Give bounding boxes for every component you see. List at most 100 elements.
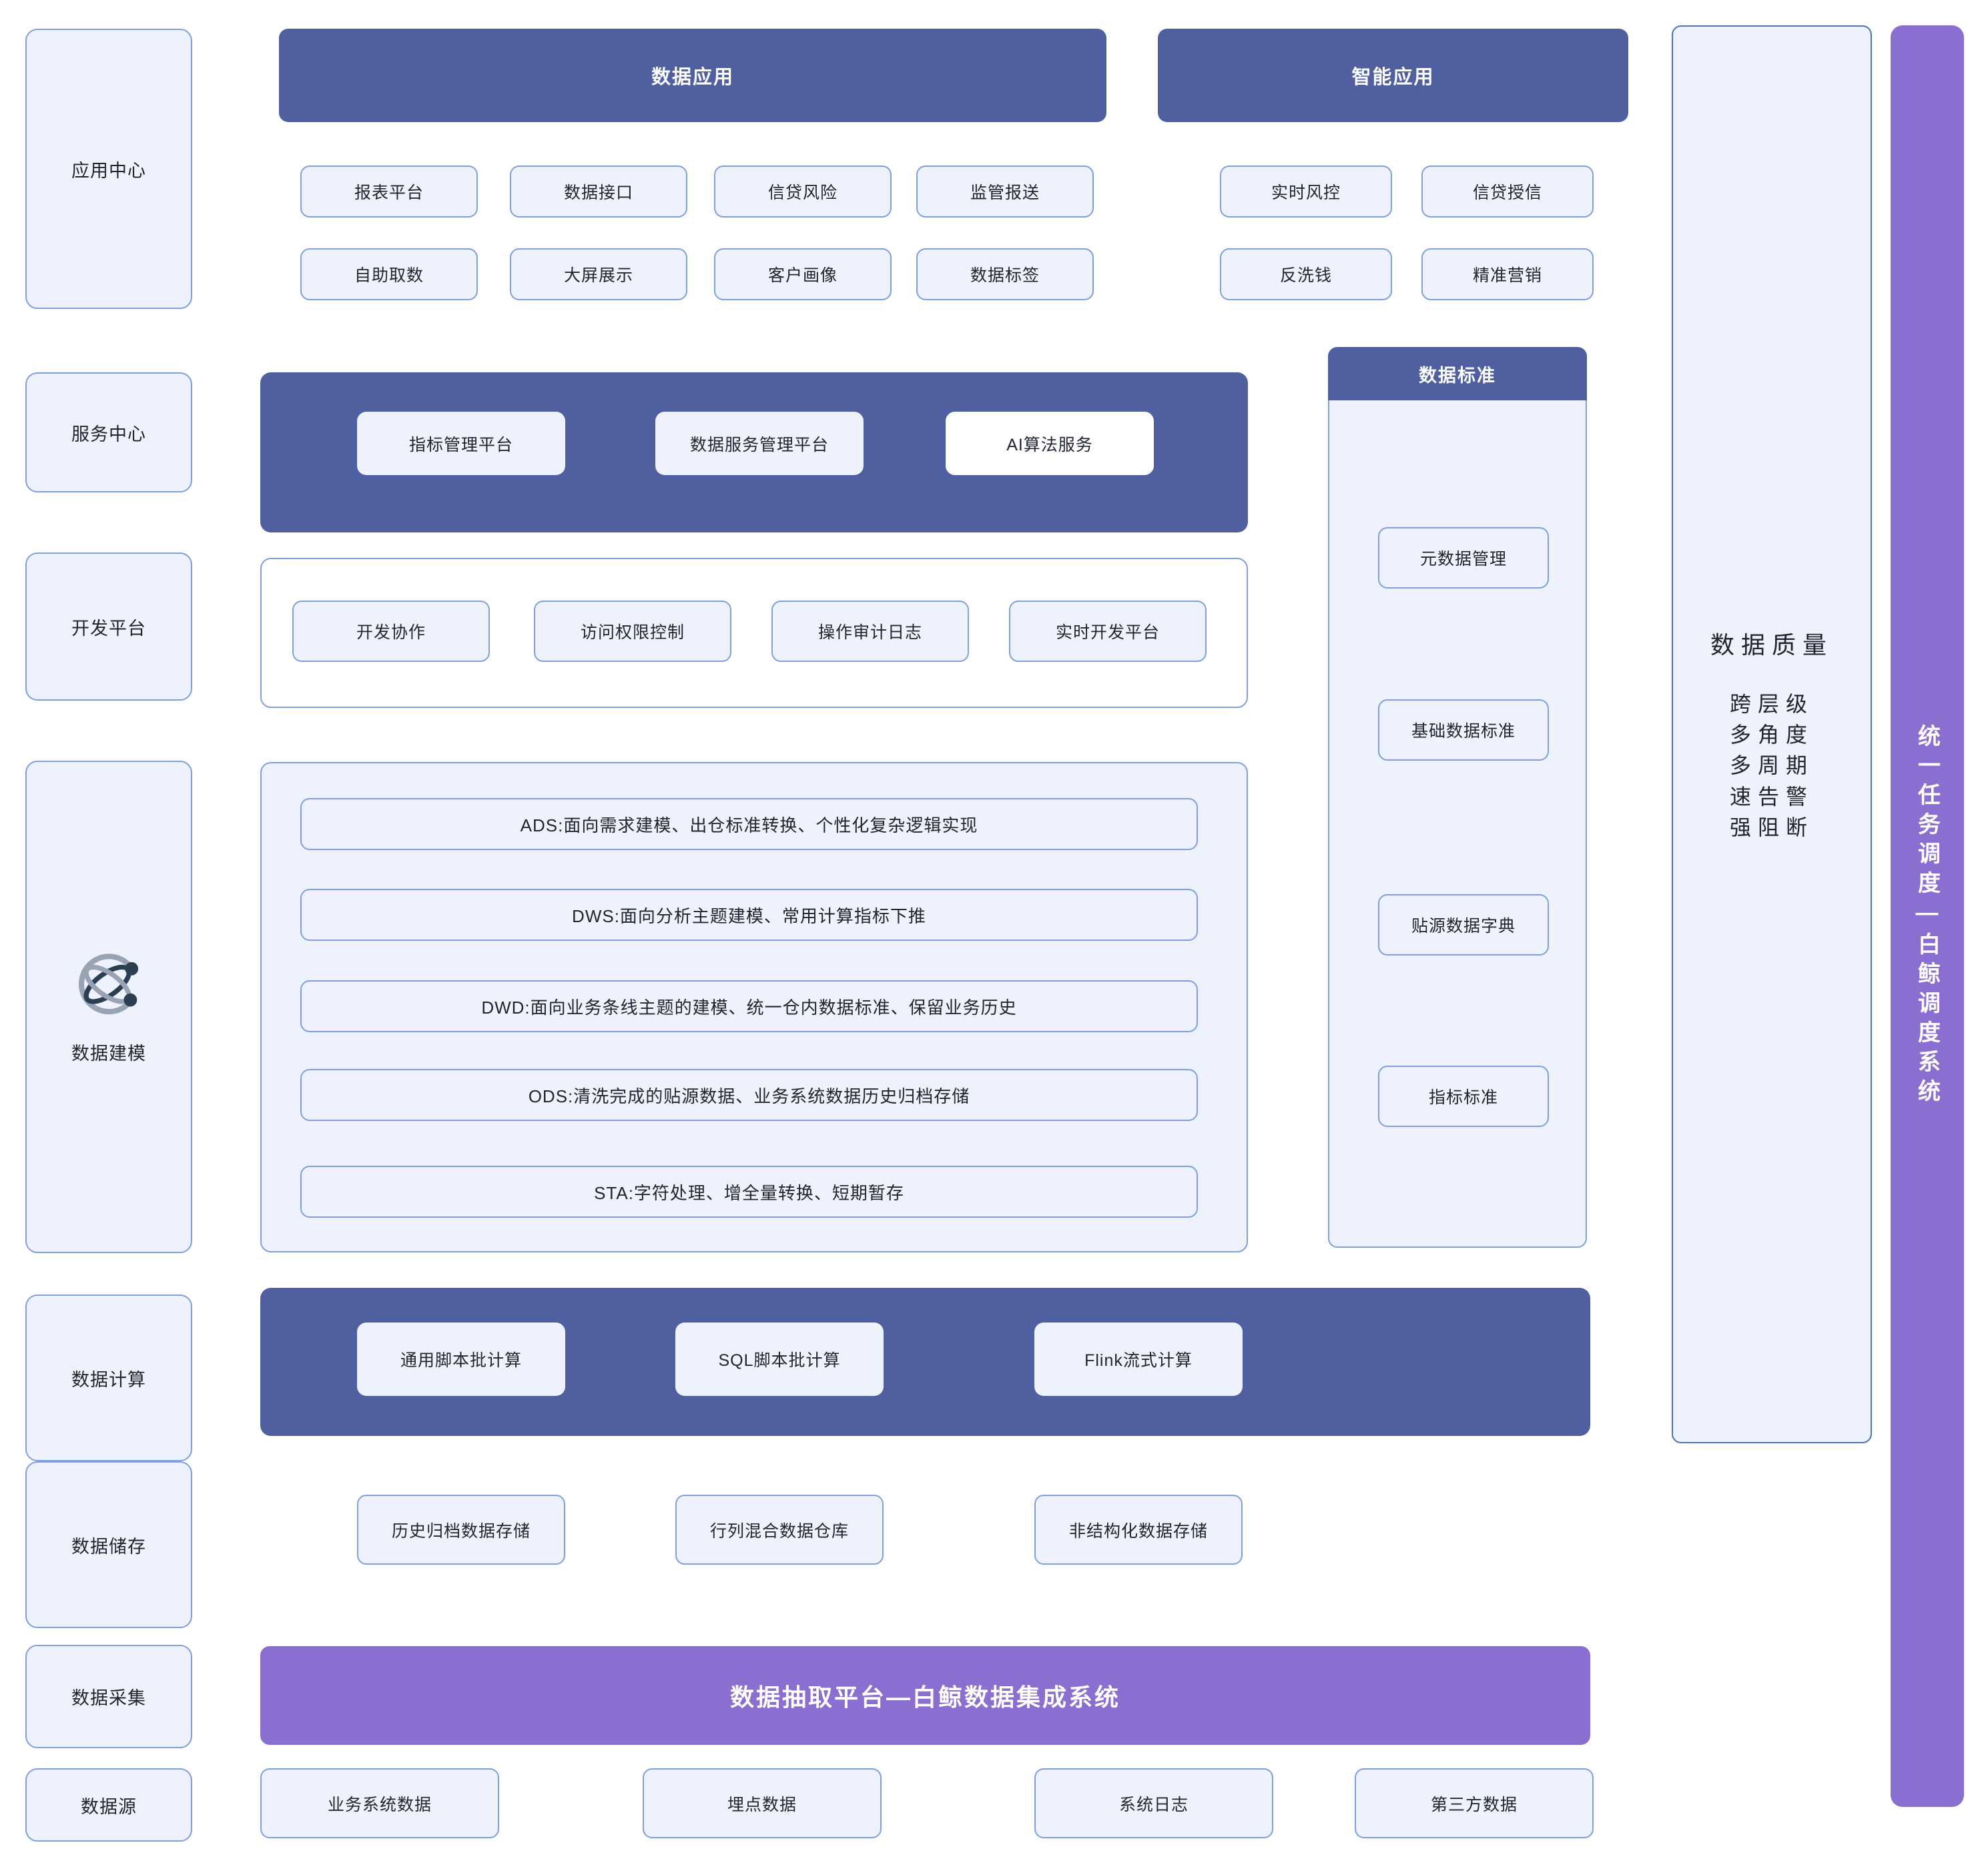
lane-label: 数据采集 xyxy=(71,1688,146,1708)
layer-label: ODS:清洗完成的贴源数据、业务系统数据历史归档存储 xyxy=(528,1086,970,1106)
data-quality-line: 速告警 xyxy=(1729,784,1814,809)
lane-dev-platform[interactable]: 开发平台 xyxy=(25,552,192,701)
chip-label: 访问权限控制 xyxy=(580,623,685,642)
chip-label: 基础数据标准 xyxy=(1411,722,1516,741)
chip-label: 客户画像 xyxy=(767,266,838,285)
chip-label: 操作审计日志 xyxy=(817,623,922,642)
app-chip-report-platform[interactable]: 报表平台 xyxy=(300,165,478,218)
app-chip-regulatory-report[interactable]: 监管报送 xyxy=(916,165,1094,218)
lane-label: 数据储存 xyxy=(71,1536,146,1557)
app-chip-anti-money-laundering[interactable]: 反洗钱 xyxy=(1220,248,1392,300)
compute-chip-sql-script-batch[interactable]: SQL脚本批计算 xyxy=(675,1323,884,1396)
chip-label: 报表平台 xyxy=(354,183,424,202)
lane-label: 开发平台 xyxy=(71,618,146,639)
compute-chip-general-script-batch[interactable]: 通用脚本批计算 xyxy=(357,1323,565,1396)
app-chip-precision-marketing[interactable]: 精准营销 xyxy=(1421,248,1594,300)
model-layer-dws[interactable]: DWS:面向分析主题建模、常用计算指标下推 xyxy=(300,889,1198,941)
app-chip-data-tags[interactable]: 数据标签 xyxy=(916,248,1094,300)
chip-label: 实时风控 xyxy=(1271,183,1341,202)
lane-label: 数据源 xyxy=(81,1796,137,1817)
source-chip-third-party-data[interactable]: 第三方数据 xyxy=(1355,1768,1594,1838)
source-chip-business-system-data[interactable]: 业务系统数据 xyxy=(260,1768,499,1838)
standard-chip-metadata-management[interactable]: 元数据管理 xyxy=(1378,527,1549,589)
lane-label: 服务中心 xyxy=(71,424,146,444)
app-chip-data-interface[interactable]: 数据接口 xyxy=(510,165,687,218)
data-collection-banner: 数据抽取平台—白鲸数据集成系统 xyxy=(260,1646,1590,1745)
app-chip-credit-granting[interactable]: 信贷授信 xyxy=(1421,165,1594,218)
dev-chip-audit-log[interactable]: 操作审计日志 xyxy=(771,601,969,662)
dev-chip-collaboration[interactable]: 开发协作 xyxy=(292,601,490,662)
chip-label: 通用脚本批计算 xyxy=(400,1351,522,1370)
data-quality-line: 多角度 xyxy=(1729,722,1814,747)
lane-label: 应用中心 xyxy=(71,160,146,181)
model-layer-ods[interactable]: ODS:清洗完成的贴源数据、业务系统数据历史归档存储 xyxy=(300,1069,1198,1121)
chip-label: 自助取数 xyxy=(354,266,424,285)
lane-data-storage[interactable]: 数据储存 xyxy=(25,1461,192,1628)
storage-chip-history-archive[interactable]: 历史归档数据存储 xyxy=(357,1495,565,1565)
layer-label: STA:字符处理、增全量转换、短期暂存 xyxy=(594,1182,904,1203)
chip-label: 反洗钱 xyxy=(1279,266,1332,285)
chip-label: 贴源数据字典 xyxy=(1411,917,1516,936)
chip-label: 埋点数据 xyxy=(727,1795,797,1814)
storage-chip-unstructured-store[interactable]: 非结构化数据存储 xyxy=(1034,1495,1243,1565)
data-application-banner: 数据应用 xyxy=(279,29,1106,122)
chip-label: 指标管理平台 xyxy=(408,435,513,454)
lane-label: 数据建模 xyxy=(71,1043,146,1064)
lane-label: 数据计算 xyxy=(71,1369,146,1390)
lane-data-modeling[interactable]: 数据建模 xyxy=(25,761,192,1253)
atom-orbit-icon xyxy=(73,950,145,1022)
chip-label: SQL脚本批计算 xyxy=(718,1351,841,1370)
chip-label: 数据标签 xyxy=(970,266,1040,285)
chip-label: 实时开发平台 xyxy=(1055,623,1160,642)
model-layer-ads[interactable]: ADS:面向需求建模、出仓标准转换、个性化复杂逻辑实现 xyxy=(300,798,1198,850)
app-chip-credit-risk[interactable]: 信贷风险 xyxy=(714,165,892,218)
app-chip-self-service-query[interactable]: 自助取数 xyxy=(300,248,478,300)
smart-application-banner: 智能应用 xyxy=(1158,29,1628,122)
data-collection-label: 数据抽取平台—白鲸数据集成系统 xyxy=(729,1684,1120,1711)
chip-label: 历史归档数据存储 xyxy=(391,1521,531,1541)
chip-label: 非结构化数据存储 xyxy=(1068,1521,1208,1541)
chip-label: 行列混合数据仓库 xyxy=(709,1521,849,1541)
app-chip-realtime-risk-control[interactable]: 实时风控 xyxy=(1220,165,1392,218)
source-chip-tracking-data[interactable]: 埋点数据 xyxy=(643,1768,882,1838)
storage-chip-hybrid-warehouse[interactable]: 行列混合数据仓库 xyxy=(675,1495,884,1565)
lane-data-compute[interactable]: 数据计算 xyxy=(25,1294,192,1461)
service-chip-metric-platform[interactable]: 指标管理平台 xyxy=(357,412,565,475)
scheduler-label: 统一任务调度—白鲸调度系统 xyxy=(1914,724,1940,1108)
layer-label: ADS:面向需求建模、出仓标准转换、个性化复杂逻辑实现 xyxy=(520,815,978,835)
lane-data-source[interactable]: 数据源 xyxy=(25,1768,192,1842)
data-quality-title: 数据质量 xyxy=(1710,631,1833,659)
app-chip-customer-profile[interactable]: 客户画像 xyxy=(714,248,892,300)
app-chip-big-screen[interactable]: 大屏展示 xyxy=(510,248,687,300)
compute-chip-flink-streaming[interactable]: Flink流式计算 xyxy=(1034,1323,1243,1396)
service-chip-ai-algorithm-service[interactable]: AI算法服务 xyxy=(946,412,1154,475)
data-quality-column: 数据质量 跨层级 多角度 多周期 速告警 强阻断 xyxy=(1672,25,1872,1443)
lane-data-collection[interactable]: 数据采集 xyxy=(25,1645,192,1748)
chip-label: 指标标准 xyxy=(1428,1088,1498,1107)
chip-label: 信贷风险 xyxy=(767,183,838,202)
dev-chip-realtime-dev-platform[interactable]: 实时开发平台 xyxy=(1009,601,1207,662)
chip-label: AI算法服务 xyxy=(1006,435,1093,454)
chip-label: 系统日志 xyxy=(1118,1795,1189,1814)
lane-application-center[interactable]: 应用中心 xyxy=(25,29,192,309)
dev-chip-access-control[interactable]: 访问权限控制 xyxy=(534,601,731,662)
chip-label: Flink流式计算 xyxy=(1084,1351,1193,1370)
standard-chip-basic-data-standard[interactable]: 基础数据标准 xyxy=(1378,699,1549,761)
chip-label: 第三方数据 xyxy=(1430,1795,1518,1814)
data-application-title: 数据应用 xyxy=(651,67,734,88)
lane-service-center[interactable]: 服务中心 xyxy=(25,372,192,492)
standard-chip-source-data-dictionary[interactable]: 贴源数据字典 xyxy=(1378,894,1549,956)
service-chip-data-service-platform[interactable]: 数据服务管理平台 xyxy=(655,412,864,475)
chip-label: 元数据管理 xyxy=(1419,550,1507,569)
standard-chip-metric-standard[interactable]: 指标标准 xyxy=(1378,1066,1549,1127)
source-chip-system-log[interactable]: 系统日志 xyxy=(1034,1768,1273,1838)
chip-label: 开发协作 xyxy=(356,623,426,642)
chip-label: 数据接口 xyxy=(563,183,633,202)
model-layer-dwd[interactable]: DWD:面向业务条线主题的建模、统一仓内数据标准、保留业务历史 xyxy=(300,980,1198,1032)
data-quality-line: 跨层级 xyxy=(1729,691,1814,716)
chip-label: 数据服务管理平台 xyxy=(689,435,829,454)
model-layer-sta[interactable]: STA:字符处理、增全量转换、短期暂存 xyxy=(300,1166,1198,1218)
chip-label: 业务系统数据 xyxy=(327,1795,432,1814)
data-standard-title: 数据标准 xyxy=(1419,365,1496,386)
